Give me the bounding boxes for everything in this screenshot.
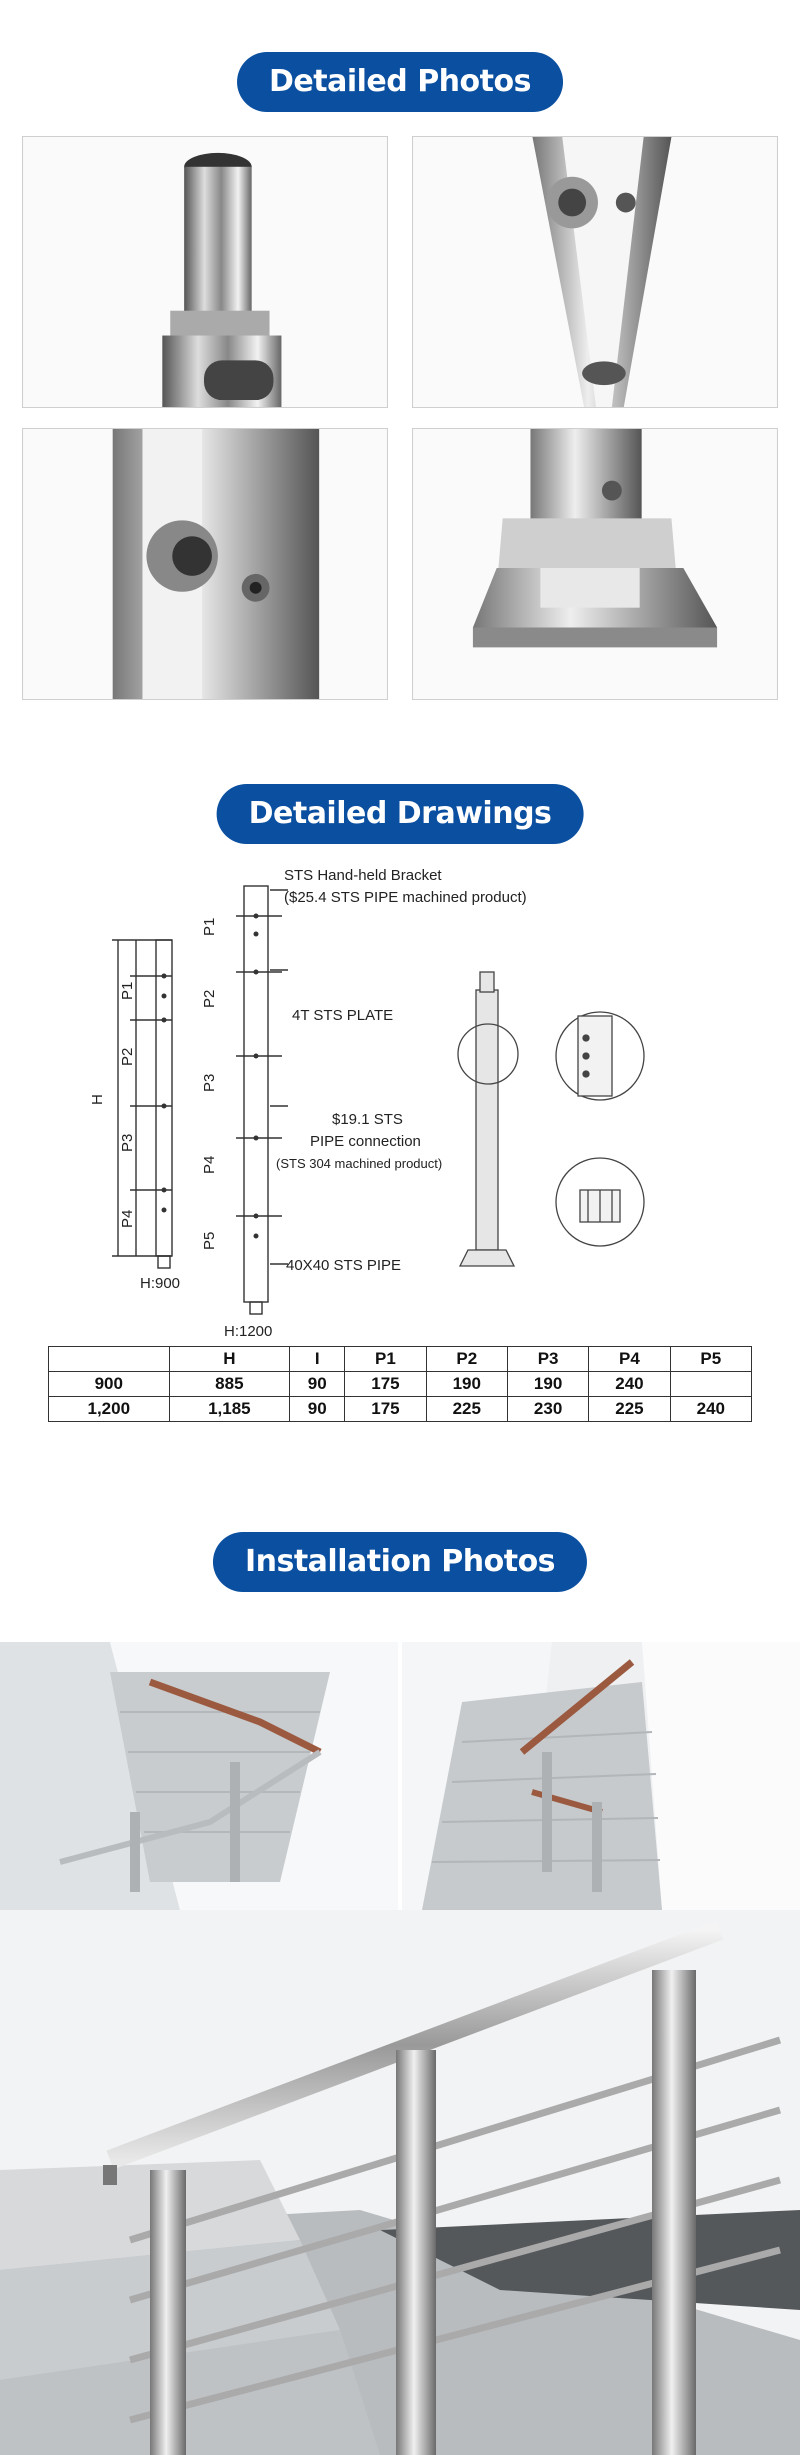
p1-label-900: P1	[119, 982, 136, 1000]
table-cell: 900	[48, 1371, 170, 1397]
table-cell: 1,185	[168, 1396, 291, 1422]
header-cell: P3	[506, 1346, 590, 1372]
table-cell: 1,200	[48, 1396, 170, 1422]
spec-table: H I P1 P2 P3 P4 P5 900 885 90 175 190 19…	[48, 1346, 753, 1422]
header-cell: P4	[588, 1346, 671, 1372]
detail-circle-top	[555, 1011, 645, 1101]
table-cell: 885	[168, 1371, 291, 1397]
table-cell: 175	[344, 1371, 427, 1397]
plate-label: 4T STS PLATE	[292, 1007, 393, 1024]
table-cell: 190	[425, 1371, 508, 1397]
post-1200-holes	[253, 913, 259, 1239]
post-900	[112, 939, 173, 1269]
bracket-label: STS Hand-held Bracket	[284, 867, 442, 884]
header-cell: H	[168, 1346, 291, 1372]
p3-label-900: P3	[119, 1134, 136, 1152]
spec-table-header: H I P1 P2 P3 P4 P5	[48, 1346, 753, 1372]
pipe-label-a: $19.1 STS	[332, 1111, 403, 1128]
header-cell: I	[289, 1346, 346, 1372]
bracket-balls-image	[413, 137, 777, 407]
p2-label-1200: P2	[201, 990, 218, 1008]
table-cell: 230	[506, 1396, 590, 1422]
header-cell: P5	[669, 1346, 753, 1372]
table-cell: 190	[506, 1371, 590, 1397]
header-cell	[48, 1346, 170, 1372]
installation-photos-title: Installation Photos	[212, 1532, 588, 1592]
h900-label: H:900	[140, 1275, 180, 1292]
post-3d-illustration	[457, 971, 519, 1267]
photo-bracket-balls	[412, 136, 778, 408]
pipe40-label: 40X40 STS PIPE	[286, 1257, 401, 1274]
p3-label-1200: P3	[201, 1074, 218, 1092]
technical-drawing: H P1 P2 P3 P4 H:900 P1 P2 P3 P4 P5 H:12	[48, 860, 752, 1340]
bracket-sub-label: ($25.4 STS PIPE machined product)	[284, 889, 527, 906]
detail-circle-bottom	[555, 1157, 645, 1247]
table-cell: 175	[344, 1396, 427, 1422]
pipe-label-c: (STS 304 machined product)	[276, 1156, 442, 1171]
post-1200	[236, 885, 288, 1315]
p1-label-1200: P1	[201, 918, 218, 936]
drawing-canvas: H P1 P2 P3 P4 H:900 P1 P2 P3 P4 P5 H:12	[89, 867, 645, 1340]
detailed-photos-title: Detailed Photos	[237, 52, 563, 112]
photo-pipe-top	[22, 136, 388, 408]
table-row: 900 885 90 175 190 190 240	[48, 1371, 753, 1397]
p5-label-1200: P5	[201, 1232, 218, 1250]
p4-label-900: P4	[119, 1210, 136, 1228]
table-cell: 225	[425, 1396, 508, 1422]
dim-h-label: H	[89, 1094, 106, 1105]
stair-right-image	[402, 1642, 800, 1910]
table-cell: 90	[289, 1371, 346, 1397]
install-photo-stair-right	[402, 1642, 800, 1910]
install-photo-stair-left	[0, 1642, 398, 1910]
table-cell: 90	[289, 1396, 346, 1422]
base-plate-image	[413, 429, 777, 699]
post-900-holes	[161, 973, 167, 1213]
ball-joint-image	[23, 429, 387, 699]
detailed-drawings-title: Detailed Drawings	[216, 784, 584, 844]
h1200-label: H:1200	[224, 1323, 272, 1340]
closeup-image	[0, 1910, 800, 2455]
stair-left-image	[0, 1642, 398, 1910]
table-cell: 240	[669, 1396, 753, 1422]
header-cell: P2	[425, 1346, 508, 1372]
pipe-label-b: PIPE connection	[310, 1133, 421, 1150]
photo-ball-joint	[22, 428, 388, 700]
p2-label-900: P2	[119, 1048, 136, 1066]
header-cell: P1	[344, 1346, 427, 1372]
install-photo-closeup	[0, 1910, 800, 2455]
table-cell: 225	[588, 1396, 671, 1422]
table-cell	[669, 1371, 753, 1397]
p4-label-1200: P4	[201, 1156, 218, 1174]
table-row: 1,200 1,185 90 175 225 230 225 240	[48, 1396, 753, 1422]
table-cell: 240	[588, 1371, 671, 1397]
photo-base-plate	[412, 428, 778, 700]
pipe-top-image	[23, 137, 387, 407]
